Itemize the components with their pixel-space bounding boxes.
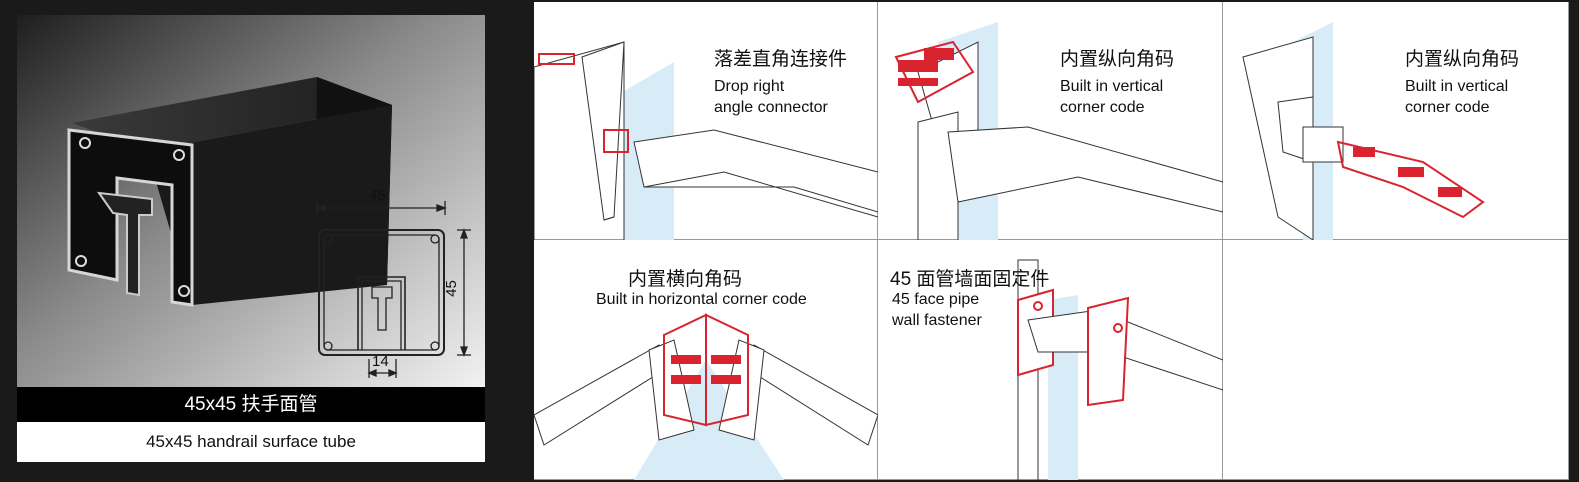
panel-1-title-en-line2: angle connector <box>714 99 828 116</box>
panel-3-title-en-line2: corner code <box>1405 99 1490 116</box>
panel-horizontal-corner-code: 内置横向角码 Built in horizontal corner code <box>534 240 878 480</box>
panel-drop-right-angle-connector: 落差直角连接件 Drop right angle connector <box>534 2 878 240</box>
empty-panel <box>1223 240 1569 480</box>
dimension-width-label: 45 <box>369 187 386 204</box>
connector-diagram-grid: 落差直角连接件 Drop right angle connector 内置纵向角… <box>534 2 1569 480</box>
panel-3-title-en-line1: Built in vertical <box>1405 78 1509 95</box>
drop-connector-illustration <box>534 41 878 240</box>
wall-fastener-illustration <box>1017 259 1223 480</box>
panel-5-title-en-line2: wall fastener <box>892 312 982 329</box>
panel-wall-fastener: 45 面管墙面固定件 45 face pipe wall fastener <box>878 240 1223 480</box>
panel-vertical-corner-code-b: 内置纵向角码 Built in vertical corner code <box>1223 2 1569 240</box>
panel-1-title-cn: 落差直角连接件 <box>714 49 848 70</box>
panel-1-title-en-line1: Drop right <box>714 78 785 95</box>
panel-2-title-cn: 内置纵向角码 <box>1060 49 1175 70</box>
vertical-corner-illustration-b <box>1242 22 1485 240</box>
panel-3-title-cn: 内置纵向角码 <box>1405 49 1520 70</box>
product-title-cn: 45x45 扶手面管 <box>17 387 485 422</box>
cross-section-diagram <box>315 201 471 378</box>
panel-4-title-en: Built in horizontal corner code <box>596 291 807 308</box>
horizontal-corner-illustration <box>534 313 878 480</box>
panel-2-title-en-line2: corner code <box>1060 99 1145 116</box>
aluminum-profile <box>67 77 392 307</box>
panel-vertical-corner-code-a: 内置纵向角码 Built in vertical corner code <box>878 2 1223 240</box>
panel-5-title-en-line1: 45 face pipe <box>892 291 980 308</box>
dimension-height-label: 45 <box>442 280 460 297</box>
dimension-slot-label: 14 <box>372 353 389 370</box>
product-panel: 45 45 14 45x45 扶手面管 45x45 handrail surfa… <box>17 15 485 462</box>
product-title-en: 45x45 handrail surface tube <box>17 422 485 462</box>
product-image <box>17 15 485 387</box>
panel-4-title-cn: 内置横向角码 <box>628 269 743 290</box>
panel-5-title-cn: 45 面管墙面固定件 <box>890 269 1050 290</box>
panel-2-title-en-line1: Built in vertical <box>1060 78 1164 95</box>
vertical-corner-illustration-a <box>894 22 1223 240</box>
